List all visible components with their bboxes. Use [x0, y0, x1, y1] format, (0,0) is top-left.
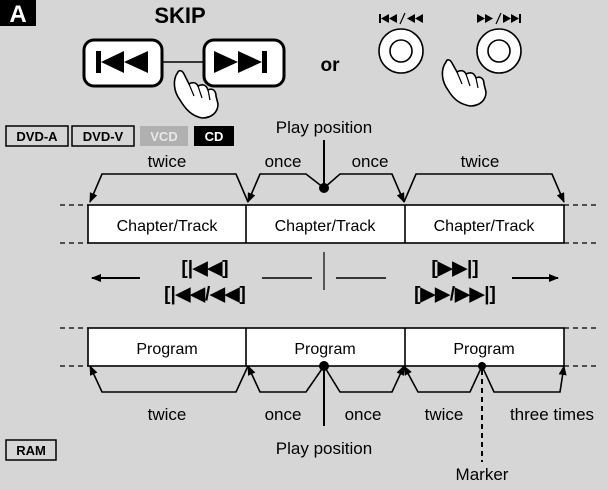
play-position-label-bottom: Play position: [276, 439, 372, 458]
marker-dot: [478, 362, 486, 370]
jump-arrows-bottom: [89, 365, 567, 393]
skip-forward-icon: [214, 51, 267, 73]
section-letter: A: [9, 1, 26, 28]
jump-label-twice-back-top: twice: [148, 152, 187, 171]
badge-dvd-a: DVD-A: [5, 125, 69, 147]
remote-skip-back-icon: [379, 12, 423, 25]
badge-vcd: VCD: [140, 126, 188, 146]
pointing-hand-icon: [173, 69, 219, 119]
program-segment: Program: [453, 341, 514, 358]
badge-dvd-v: DVD-V: [71, 125, 135, 147]
skip-back-icon: [96, 51, 148, 73]
jump-label-once-forward-bottom: once: [345, 405, 382, 424]
jump-arrows-top: [89, 173, 565, 203]
marker-label: Marker: [456, 465, 509, 484]
jump-label-once-back-top: once: [265, 152, 302, 171]
svg-text:DVD-A: DVD-A: [16, 129, 58, 144]
svg-text:DVD-V: DVD-V: [83, 129, 124, 144]
jump-label-twice-marker: twice: [425, 405, 464, 424]
jump-label-once-forward-top: once: [352, 152, 389, 171]
program-row: Program Program Program: [60, 327, 598, 367]
remote-skip-forward-icon: [477, 12, 521, 25]
svg-text:RAM: RAM: [16, 443, 46, 458]
jump-label-twice-back-bottom: twice: [148, 405, 187, 424]
play-position-label-top: Play position: [276, 118, 372, 137]
skip-forward-key-label: [▶▶|]: [431, 258, 478, 279]
skip-back-button[interactable]: [82, 38, 164, 88]
chapter-track-segment: Chapter/Track: [434, 218, 536, 235]
skip-back-remote-key-label: [|◀◀/◀◀]: [164, 284, 246, 305]
svg-text:VCD: VCD: [150, 129, 177, 144]
skip-forward-button[interactable]: [202, 38, 286, 88]
badge-cd: CD: [194, 126, 234, 146]
remote-forward-key[interactable]: [476, 28, 522, 74]
skip-forward-remote-key-label: [▶▶/▶▶|]: [414, 284, 496, 305]
skip-back-key-label: [|◀◀]: [181, 258, 228, 279]
chapter-track-segment: Chapter/Track: [275, 218, 377, 235]
badge-ram: RAM: [5, 439, 57, 461]
or-text: or: [321, 55, 341, 76]
chapter-track-row: Chapter/Track Chapter/Track Chapter/Trac…: [60, 204, 598, 244]
pointing-hand-remote-icon: [441, 59, 487, 107]
jump-label-once-back-bottom: once: [265, 405, 302, 424]
program-segment: Program: [294, 341, 355, 358]
skip-title: SKIP: [154, 3, 205, 28]
remote-back-key[interactable]: [378, 28, 424, 74]
section-label: A: [0, 0, 36, 28]
skip-forward-direction: [▶▶|] [▶▶/▶▶|]: [336, 258, 559, 305]
chapter-track-segment: Chapter/Track: [117, 218, 219, 235]
svg-text:CD: CD: [205, 129, 224, 144]
skip-back-direction: [|◀◀] [|◀◀/◀◀]: [91, 258, 312, 305]
jump-label-twice-forward-top: twice: [461, 152, 500, 171]
jump-label-three-times: three times: [510, 405, 594, 424]
program-segment: Program: [136, 341, 197, 358]
remote-key-labels: [379, 12, 521, 25]
